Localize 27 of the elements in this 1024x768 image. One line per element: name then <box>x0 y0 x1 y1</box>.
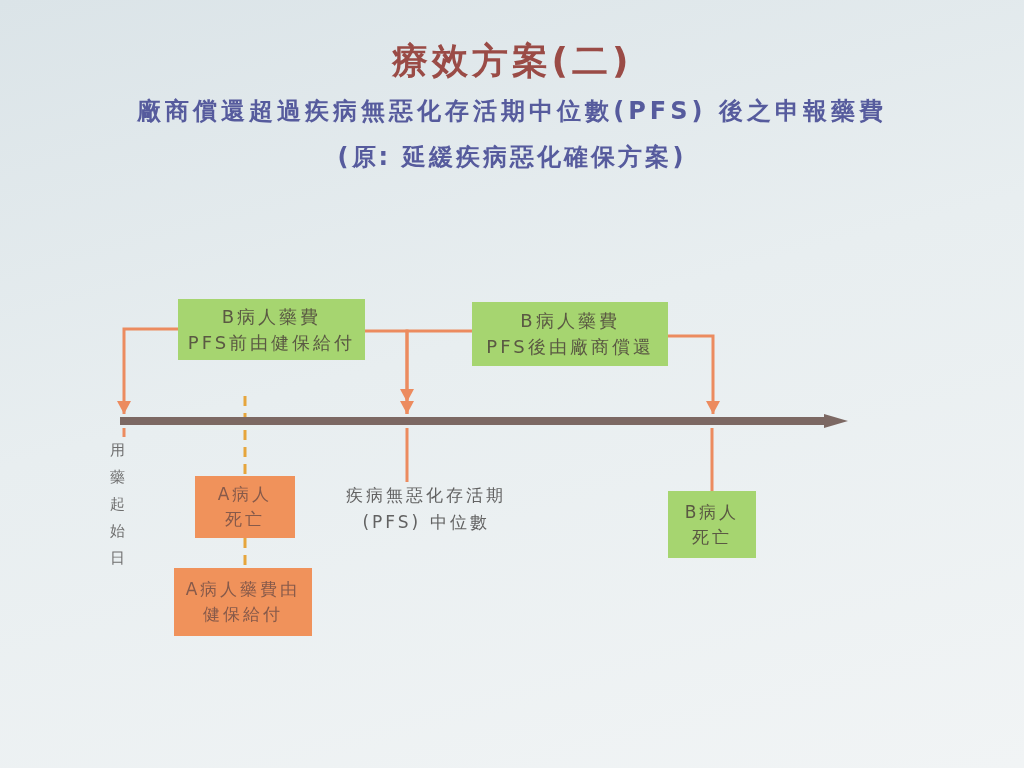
heading-text: B病人藥費 <box>221 304 322 329</box>
subtitle: 廠商償還超過疾病無惡化存活期中位數(PFS) 後之申報藥費 <box>137 96 887 126</box>
leader-line <box>710 428 714 491</box>
heading-text: B病人藥費 <box>520 309 620 333</box>
cost-box <box>178 299 365 360</box>
event-box <box>174 568 312 636</box>
connector-arrow <box>365 329 414 414</box>
body-text: PFS後由廠商償還 <box>486 335 654 359</box>
event-text: A病人死亡 <box>216 483 274 531</box>
body-text: PFS前由健保給付 <box>187 330 356 355</box>
connector-arrow <box>117 327 178 414</box>
leader-line <box>122 428 126 437</box>
connector-arrow <box>400 329 472 414</box>
subtitle: (原: 延緩疾病惡化確保方案) <box>337 142 687 172</box>
cost-box <box>472 302 668 366</box>
axis-label: 用藥起始日 <box>108 437 126 572</box>
event-box <box>195 476 295 538</box>
event-text: A病人藥費由健保給付 <box>184 578 302 626</box>
event-box <box>668 491 756 558</box>
axis-label: 疾病無惡化存活期(PFS) 中位數 <box>343 482 509 536</box>
leader-line <box>405 428 409 482</box>
event-text: B病人死亡 <box>683 500 741 549</box>
connector-arrow <box>668 334 720 414</box>
slide-title: 療效方案(二) <box>391 39 633 82</box>
dashed-line <box>243 538 247 568</box>
timeline-arrow <box>120 414 848 428</box>
dashed-line <box>243 396 247 476</box>
